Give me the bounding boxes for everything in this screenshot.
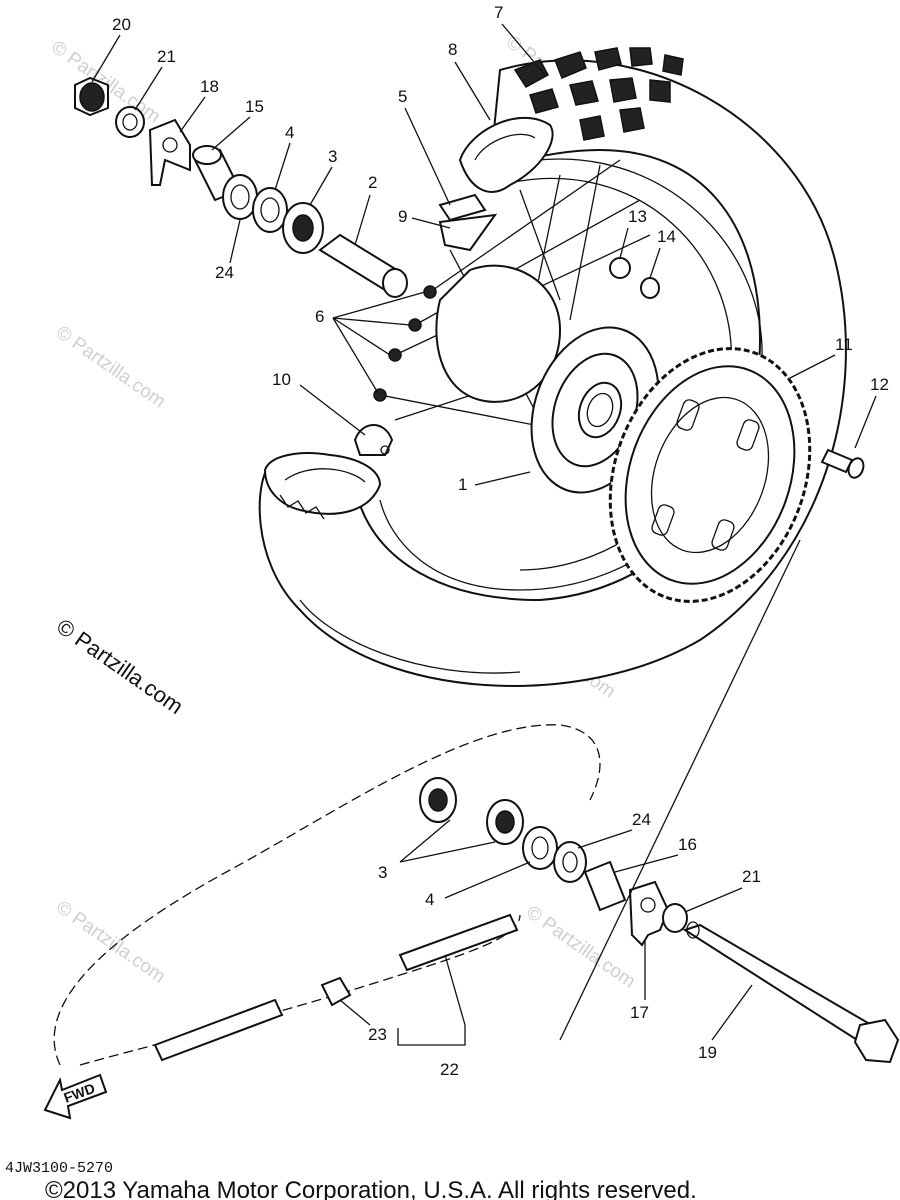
callout-20: 20 (112, 15, 131, 34)
callout-22: 22 (440, 1060, 459, 1079)
tube (458, 116, 554, 193)
callout-6: 6 (315, 307, 324, 326)
rim-strip (438, 213, 498, 252)
sprocket-bolt (820, 448, 865, 479)
sprocket-washer (640, 277, 660, 299)
callout-3-lower: 3 (378, 863, 387, 882)
callout-8: 8 (448, 40, 457, 59)
callout-14: 14 (657, 227, 676, 246)
rear-sprocket (608, 347, 812, 603)
callout-15: 15 (245, 97, 264, 116)
callout-16: 16 (678, 835, 697, 854)
callout-18: 18 (200, 77, 219, 96)
copyright-notice: ©2013 Yamaha Motor Corporation, U.S.A. A… (45, 1177, 697, 1200)
callout-13: 13 (628, 207, 647, 226)
callout-5: 5 (398, 87, 407, 106)
callout-24-lower: 24 (632, 810, 651, 829)
callout-12: 12 (870, 375, 889, 394)
watermark-1: © Partzilla.com (47, 37, 164, 128)
callout-10: 10 (272, 370, 291, 389)
callout-4: 4 (285, 123, 294, 142)
drive-chain (53, 539, 801, 1066)
callout-7: 7 (494, 3, 503, 22)
upper-axle-parts (74, 76, 408, 298)
callout-17: 17 (630, 1003, 649, 1022)
callout-24: 24 (215, 263, 234, 282)
callout-21: 21 (157, 47, 176, 66)
callout-11: 11 (835, 335, 853, 354)
callout-4-lower: 4 (425, 890, 434, 909)
tire-tread (513, 47, 684, 141)
tire-section (263, 452, 382, 515)
sprocket-nut (609, 257, 631, 279)
callout-3: 3 (328, 147, 337, 166)
diagram-code: 4JW3100-5270 (5, 1160, 113, 1177)
callout-9: 9 (398, 207, 407, 226)
fwd-arrow: FWD (43, 1073, 108, 1120)
callout-1: 1 (458, 475, 467, 494)
callouts: 20 21 18 15 4 3 24 2 5 8 7 9 13 14 6 10 … (91, 3, 889, 1079)
callout-19: 19 (698, 1043, 717, 1062)
watermark-6: © Partzilla.com (52, 897, 169, 988)
rim-band (353, 424, 394, 456)
tube-valve (438, 193, 487, 222)
watermark-3: © Partzilla.com (52, 322, 169, 413)
lower-axle-parts (419, 777, 900, 1064)
watermark-main: © Partzilla.com (52, 614, 188, 720)
callout-21-lower: 21 (742, 867, 761, 886)
callout-2: 2 (368, 173, 377, 192)
watermark-7: © Partzilla.com (522, 902, 639, 993)
callout-23: 23 (368, 1025, 387, 1044)
